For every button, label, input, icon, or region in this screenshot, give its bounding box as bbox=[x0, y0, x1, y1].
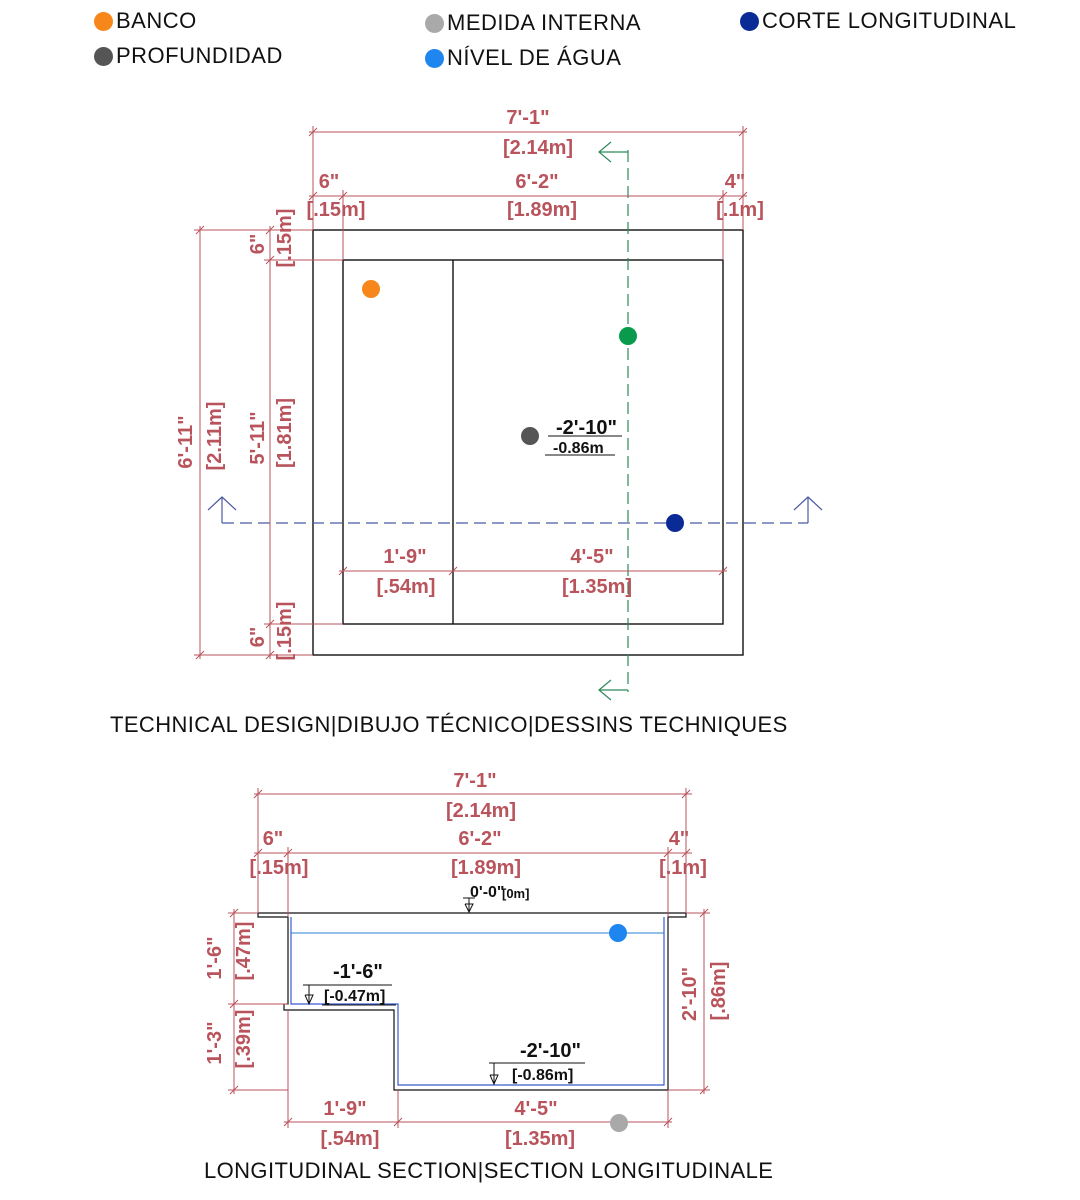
plan-inner-width-m: [1.89m] bbox=[507, 199, 577, 221]
section-view: 7'-1" [2.14m] 6" [.15m] 6'-2" [1.89m] 4"… bbox=[204, 770, 773, 1183]
section-left-lower-m: [.39m] bbox=[233, 1010, 255, 1069]
plan-overall-width-m: [2.14m] bbox=[503, 137, 573, 159]
nivel-agua-dot-icon bbox=[425, 48, 444, 68]
section-wall-left-m: [.15m] bbox=[250, 857, 309, 879]
plan-depth-m: -0.86m bbox=[553, 440, 604, 457]
section-inner-width-m: [1.89m] bbox=[451, 857, 521, 879]
banco-dot-icon bbox=[94, 11, 113, 31]
plan-inner-wall bbox=[342, 259, 724, 625]
plan-pool-width-ft: 4'-5" bbox=[570, 546, 613, 568]
plan-overall-width-ft: 7'-1" bbox=[506, 107, 549, 129]
banco-marker bbox=[362, 280, 380, 298]
plan-inner-height-ft: 5'-11" bbox=[247, 411, 269, 464]
plan-inner-height-m: [1.81m] bbox=[274, 398, 296, 468]
section-inner-width-ft: 6'-2" bbox=[458, 828, 501, 850]
section-bench-level-m: [-0.47m] bbox=[324, 988, 385, 1005]
legend-medida-interna: MEDIDA INTERNA bbox=[425, 10, 641, 36]
section-top-level-m: [0m] bbox=[502, 886, 529, 901]
section-floor-level-ft: -2'-10" bbox=[520, 1040, 581, 1062]
medida-interna-marker bbox=[610, 1114, 628, 1132]
section-overall-width-ft: 7'-1" bbox=[453, 770, 496, 792]
plan-pool-width-m: [1.35m] bbox=[562, 576, 632, 598]
plan-wall-left-ft: 6" bbox=[319, 171, 340, 193]
section-inner-outline bbox=[290, 917, 665, 1086]
legend-banco-label: BANCO bbox=[116, 8, 197, 33]
corte-marker bbox=[666, 514, 684, 532]
section-overall-width-m: [2.14m] bbox=[446, 800, 516, 822]
section-caption: LONGITUDINAL SECTION|SECTION LONGITUDINA… bbox=[204, 1158, 773, 1183]
level-floor-marker-icon bbox=[489, 1074, 499, 1086]
level-bench-marker-icon bbox=[304, 994, 314, 1006]
section-pool-width-ft: 4'-5" bbox=[514, 1098, 557, 1120]
section-left-upper-m: [.47m] bbox=[233, 922, 255, 981]
plan-wall-right-ft: 4" bbox=[725, 171, 746, 193]
section-right-total-m: [.86m] bbox=[708, 962, 730, 1021]
plan-outer-wall bbox=[312, 229, 744, 656]
plan-wall-top-m: [.15m] bbox=[274, 209, 296, 268]
section-left-upper-ft: 1'-6" bbox=[204, 936, 226, 979]
plan-view: 7'-1" [2.14m] 6" [.15m] 6'-2" [1.89m] 4"… bbox=[110, 107, 823, 737]
section-wall-right-m: [.1m] bbox=[659, 857, 707, 879]
section-bench-level-ft: -1'-6" bbox=[333, 961, 383, 983]
plan-overall-height-ft: 6'-11" bbox=[175, 415, 197, 468]
plan-wall-bottom-ft: 6" bbox=[247, 627, 269, 648]
section-wall-left-ft: 6" bbox=[263, 828, 284, 850]
legend-nivel-agua: NÍVEL DE ÁGUA bbox=[425, 45, 621, 71]
profundidad-marker bbox=[521, 427, 539, 445]
section-wall-right-ft: 4" bbox=[669, 828, 690, 850]
section-bench-width-ft: 1'-9" bbox=[323, 1098, 366, 1120]
plan-depth-ft: -2'-10" bbox=[556, 417, 617, 439]
plan-bench-width-m: [.54m] bbox=[377, 576, 436, 598]
plan-inner-width-ft: 6'-2" bbox=[515, 171, 558, 193]
cut-marker-green bbox=[619, 327, 637, 345]
section-pool-width-m: [1.35m] bbox=[505, 1128, 575, 1150]
plan-overall-height-m: [2.11m] bbox=[204, 402, 226, 471]
section-floor-level-m: [-0.86m] bbox=[512, 1067, 573, 1084]
legend-corte-label: CORTE LONGITUDINAL bbox=[762, 8, 1017, 33]
section-left-lower-ft: 1'-3" bbox=[204, 1021, 226, 1064]
section-bench-width-m: [.54m] bbox=[321, 1128, 380, 1150]
plan-wall-top-ft: 6" bbox=[247, 234, 269, 255]
plan-wall-right-m: [.1m] bbox=[716, 199, 764, 221]
legend-banco: BANCO bbox=[94, 8, 197, 34]
plan-bench-width-ft: 1'-9" bbox=[383, 546, 426, 568]
profundidad-dot-icon bbox=[94, 46, 113, 66]
legend-profundidad: PROFUNDIDAD bbox=[94, 43, 283, 69]
section-right-total-ft: 2'-10" bbox=[679, 967, 701, 1021]
medida-interna-dot-icon bbox=[425, 13, 444, 33]
section-top-level-ft: 0'-0" bbox=[470, 884, 505, 901]
legend-corte: CORTE LONGITUDINAL bbox=[740, 8, 1016, 34]
plan-wall-bottom-m: [.15m] bbox=[274, 602, 296, 661]
nivel-agua-marker bbox=[609, 924, 627, 942]
legend-medida-interna-label: MEDIDA INTERNA bbox=[447, 10, 642, 35]
legend-profundidad-label: PROFUNDIDAD bbox=[116, 43, 283, 68]
legend-nivel-agua-label: NÍVEL DE ÁGUA bbox=[447, 45, 622, 70]
plan-wall-left-m: [.15m] bbox=[307, 199, 366, 221]
corte-dot-icon bbox=[740, 11, 759, 31]
plan-caption: TECHNICAL DESIGN|DIBUJO TÉCNICO|DESSINS … bbox=[110, 712, 788, 737]
